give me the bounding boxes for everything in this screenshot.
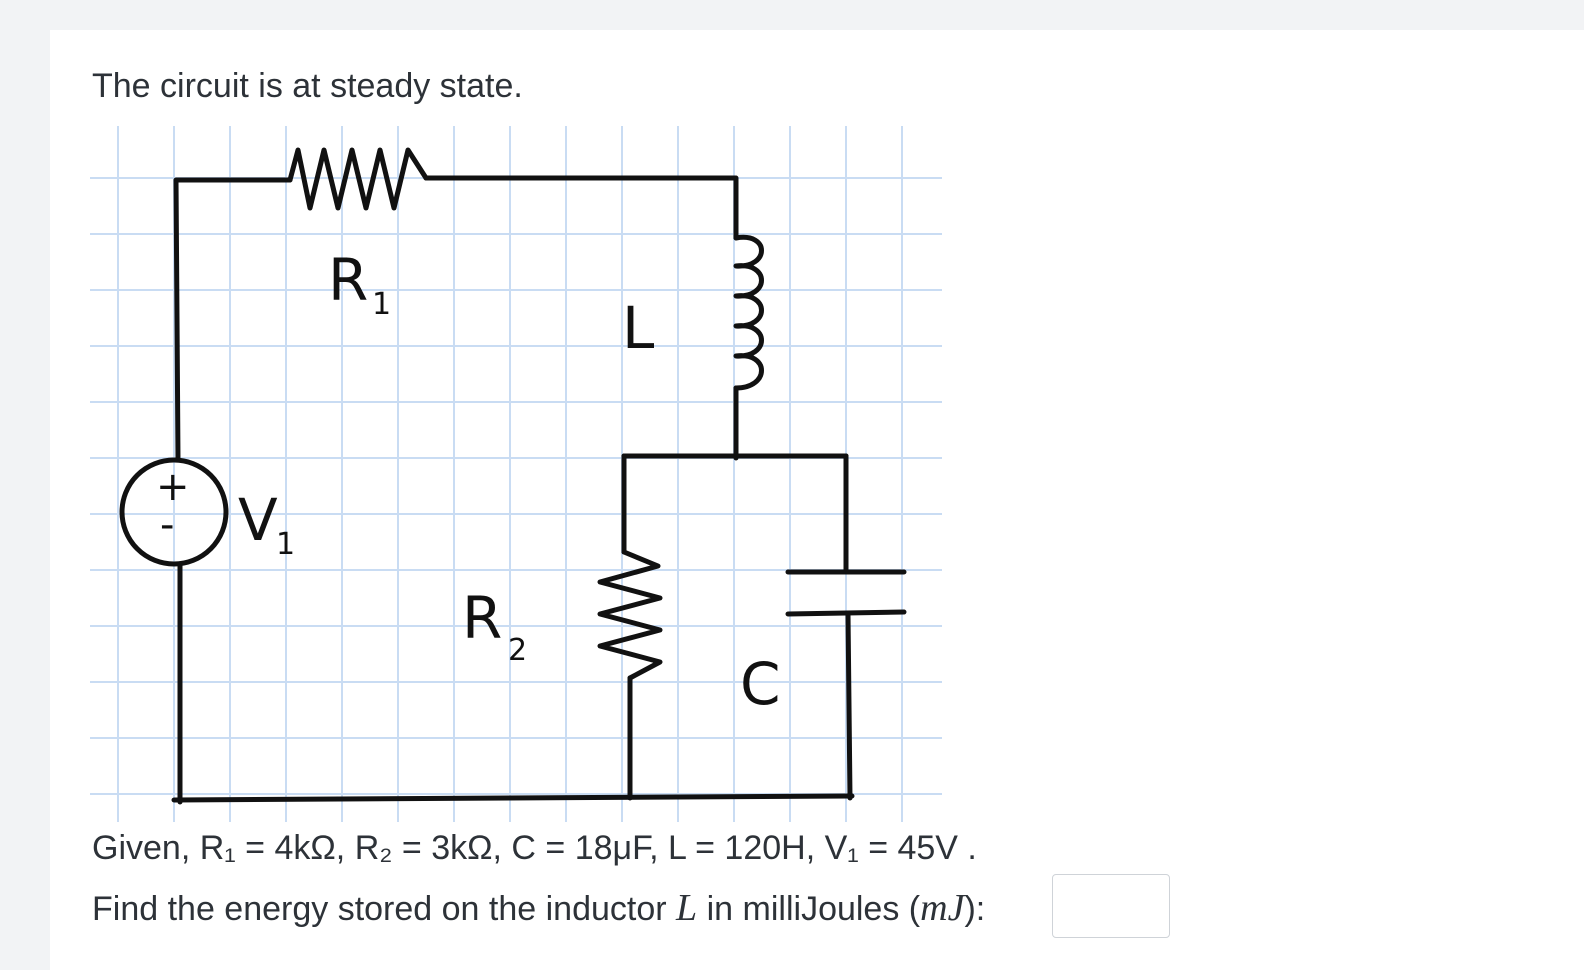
given-text: Given, R₁ = 4kΩ, R₂ = 3kΩ, C = 18μF, L =… (92, 829, 977, 867)
question-text: Find the energy stored on the inductor L… (92, 886, 985, 931)
label-l: L (622, 294, 654, 362)
graph-paper-grid (90, 126, 942, 822)
circuit-diagram: + - R 1 L V 1 R 2 C (90, 122, 942, 822)
question-suffix: ): (964, 890, 986, 928)
label-r1: R (328, 246, 368, 314)
problem-statement: The circuit is at steady state. (92, 67, 523, 105)
label-r2: R (462, 584, 502, 652)
question-symbol: L (676, 887, 698, 929)
inductor-l-symbol (733, 234, 764, 391)
question-prefix: Find the energy stored on the inductor (92, 890, 677, 928)
wire-left-top (173, 177, 293, 463)
resistor-r1-symbol (287, 147, 429, 211)
source-minus-sign: - (160, 502, 174, 548)
question-unit: mJ (920, 887, 965, 929)
wire-bottom (171, 793, 855, 803)
voltage-source-v1-symbol (119, 457, 229, 567)
source-plus-sign: + (156, 464, 190, 510)
label-r2-subscript: 2 (508, 633, 527, 668)
wire-c-bottom (845, 611, 853, 801)
capacitor-plate-bottom (785, 609, 907, 617)
label-v1-subscript: 1 (276, 527, 295, 562)
wire-top (423, 175, 739, 241)
answer-input[interactable] (1052, 874, 1170, 938)
question-mid: in milliJoules ( (697, 890, 921, 928)
resistor-r2-symbol (597, 549, 663, 681)
label-v1: V (238, 486, 278, 554)
given-values: Given, R₁ = 4kΩ, R₂ = 3kΩ, C = 18μF, L =… (92, 826, 977, 870)
label-r1-subscript: 1 (372, 287, 391, 322)
label-c: C (740, 650, 781, 718)
